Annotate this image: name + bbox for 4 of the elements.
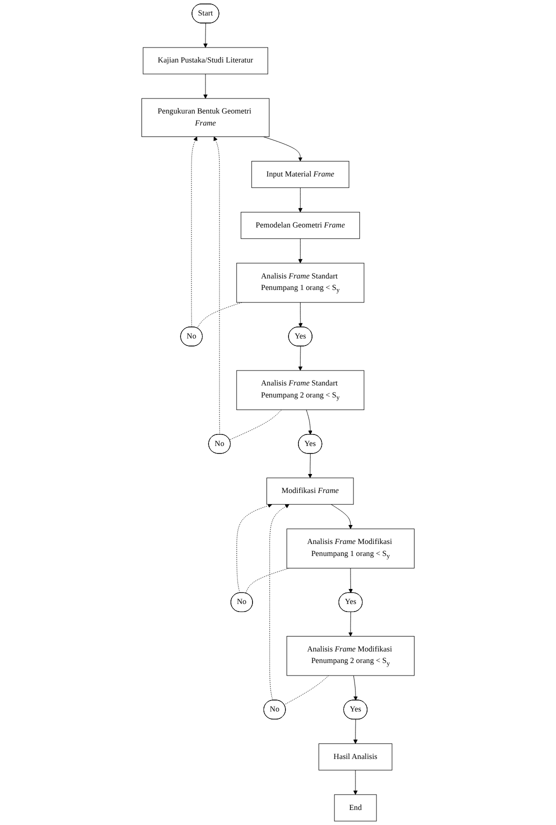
- connector: [229, 410, 282, 440]
- connector: [196, 302, 242, 328]
- connector: [284, 675, 329, 706]
- connector: [246, 568, 290, 594]
